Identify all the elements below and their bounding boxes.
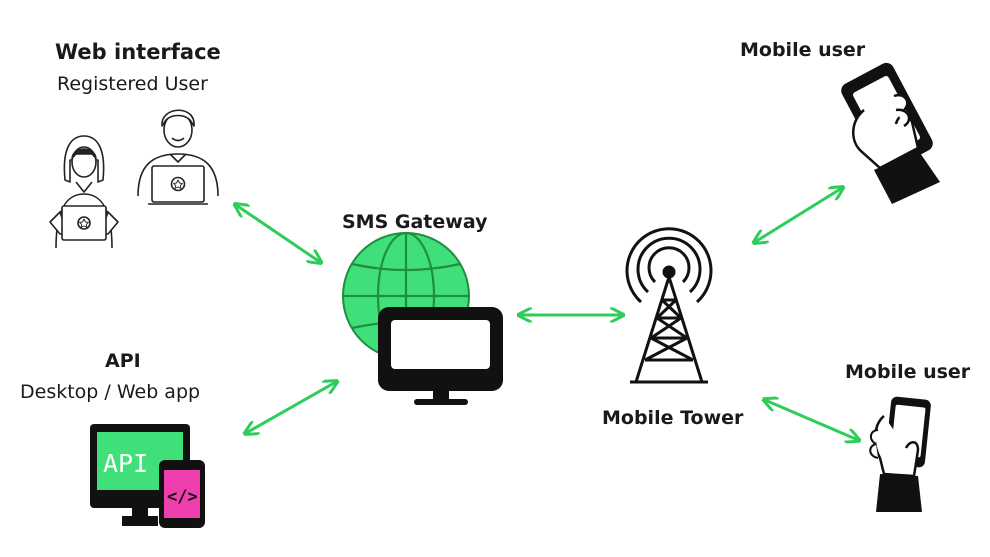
code-glyph-text: </>	[167, 487, 198, 507]
arrow-tower-mobile-bottom	[765, 400, 858, 440]
mobile-tower-label: Mobile Tower	[602, 407, 744, 429]
mobile-user-top-label: Mobile user	[740, 39, 866, 61]
arrow-tower-mobile-top	[755, 188, 842, 242]
arrow-web-gateway	[236, 205, 320, 262]
api-title: API	[105, 350, 141, 372]
desktop-web-app-label: Desktop / Web app	[20, 381, 201, 403]
registered-user-label: Registered User	[57, 73, 208, 95]
gateway-monitor-icon	[378, 307, 503, 405]
mobile-user-bottom-label: Mobile user	[845, 361, 971, 383]
mobile-hand-top-icon	[841, 62, 940, 204]
arrow-api-gateway	[246, 382, 336, 433]
sms-gateway-label: SMS Gateway	[342, 211, 488, 233]
mobile-tower-icon	[625, 227, 713, 384]
web-users-icon	[49, 109, 219, 249]
mobile-hand-bottom-icon	[869, 396, 931, 512]
api-phone-icon: </>	[159, 460, 205, 528]
web-interface-title: Web interface	[55, 40, 221, 64]
api-screen-text: API	[103, 449, 148, 478]
